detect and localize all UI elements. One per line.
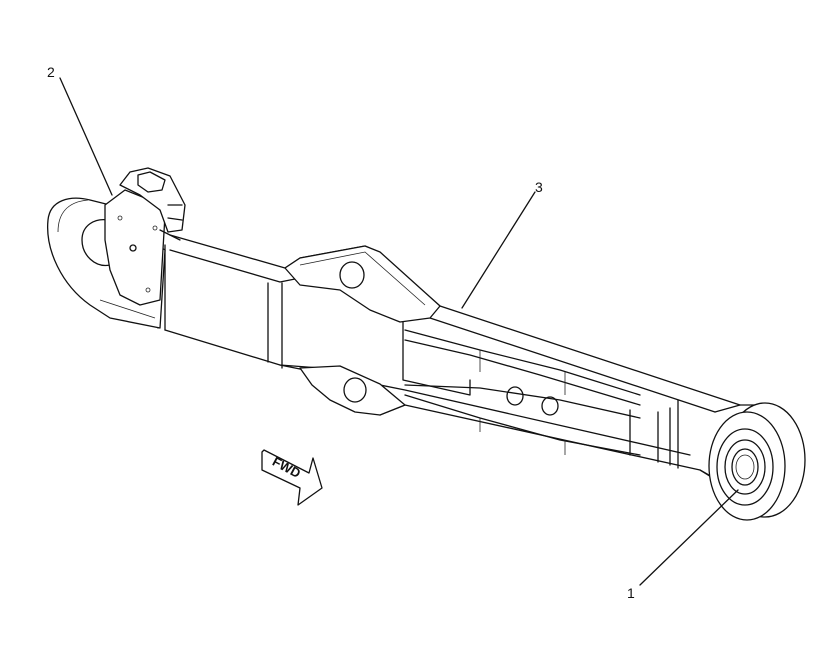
forward-direction-arrow: FWD	[261, 449, 323, 506]
callout-1: 1	[627, 585, 635, 601]
callout-leaders	[59, 77, 739, 586]
lift-arm	[157, 234, 761, 493]
leader-line-1	[639, 489, 739, 586]
hook-end	[47, 167, 186, 329]
callout-3: 3	[535, 179, 543, 195]
leader-line-2	[59, 77, 113, 196]
callout-2: 2	[47, 64, 55, 80]
pivot-end-bearing	[708, 402, 806, 521]
leader-line-3	[461, 191, 536, 309]
